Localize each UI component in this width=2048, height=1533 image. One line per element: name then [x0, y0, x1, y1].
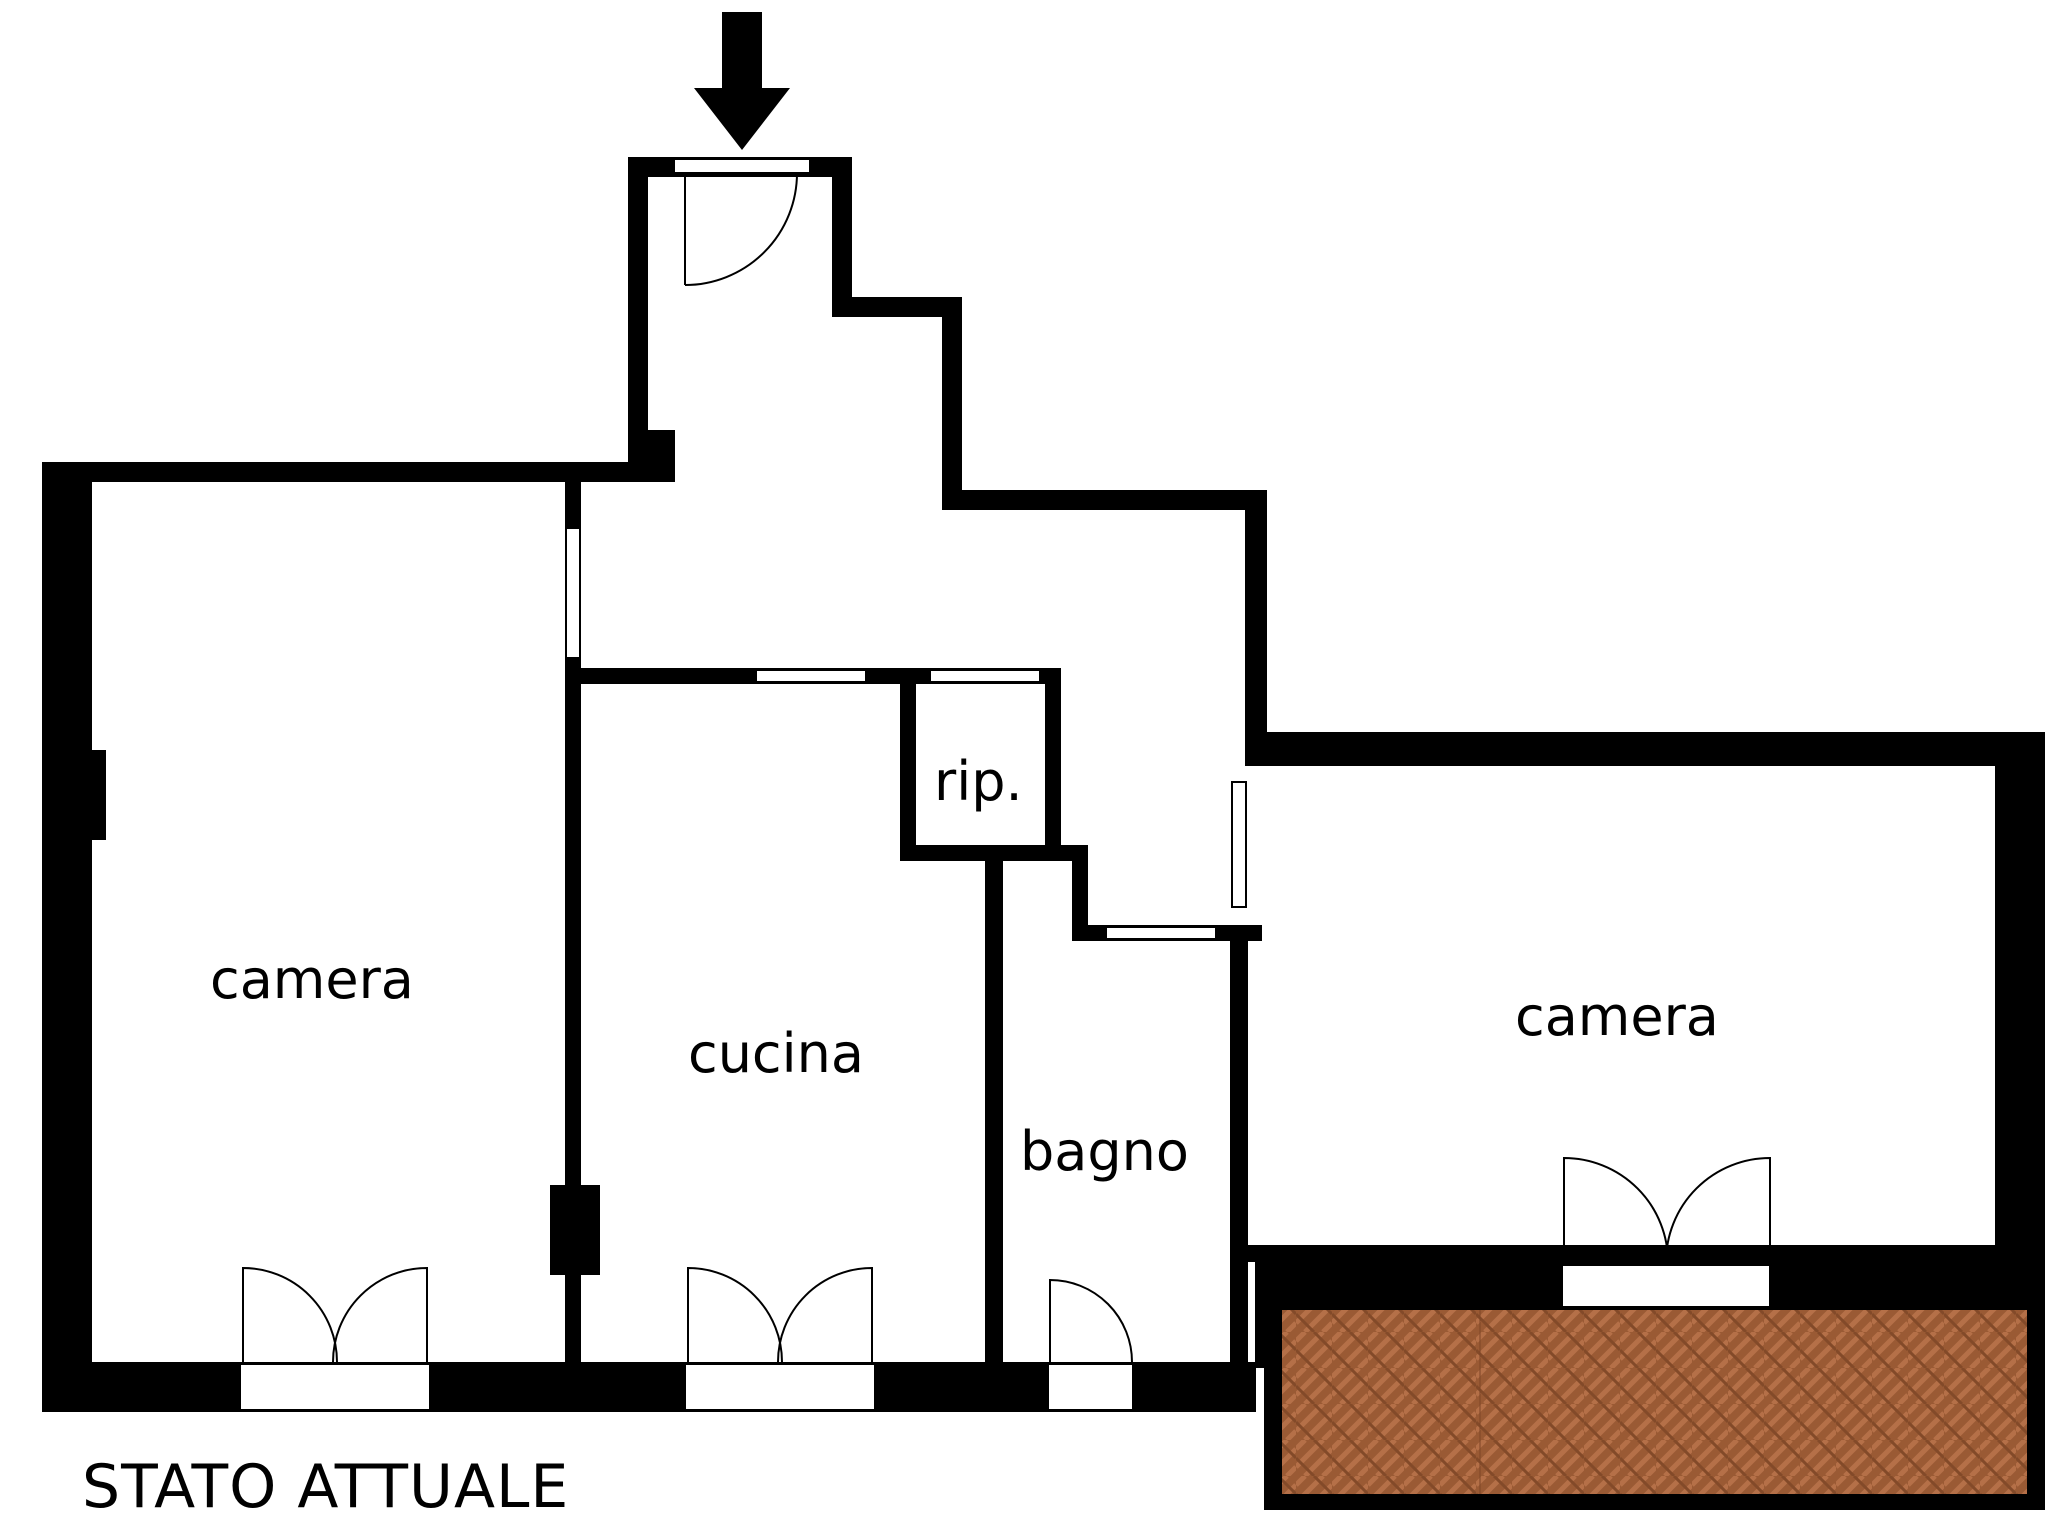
room-label-bagno: bagno — [1020, 1120, 1189, 1183]
terrace — [1264, 1262, 2045, 1510]
walls — [42, 157, 2045, 1412]
room-label-camera-right: camera — [1515, 985, 1719, 1048]
room-label-ripostiglio: rip. — [934, 750, 1023, 813]
plan-title: STATO ATTUALE — [82, 1452, 570, 1522]
door-swings — [242, 172, 1771, 1363]
entrance-arrow-icon — [694, 12, 790, 150]
windows — [239, 158, 1771, 1411]
room-label-cucina: cucina — [688, 1022, 864, 1085]
room-label-camera-left: camera — [210, 948, 414, 1011]
